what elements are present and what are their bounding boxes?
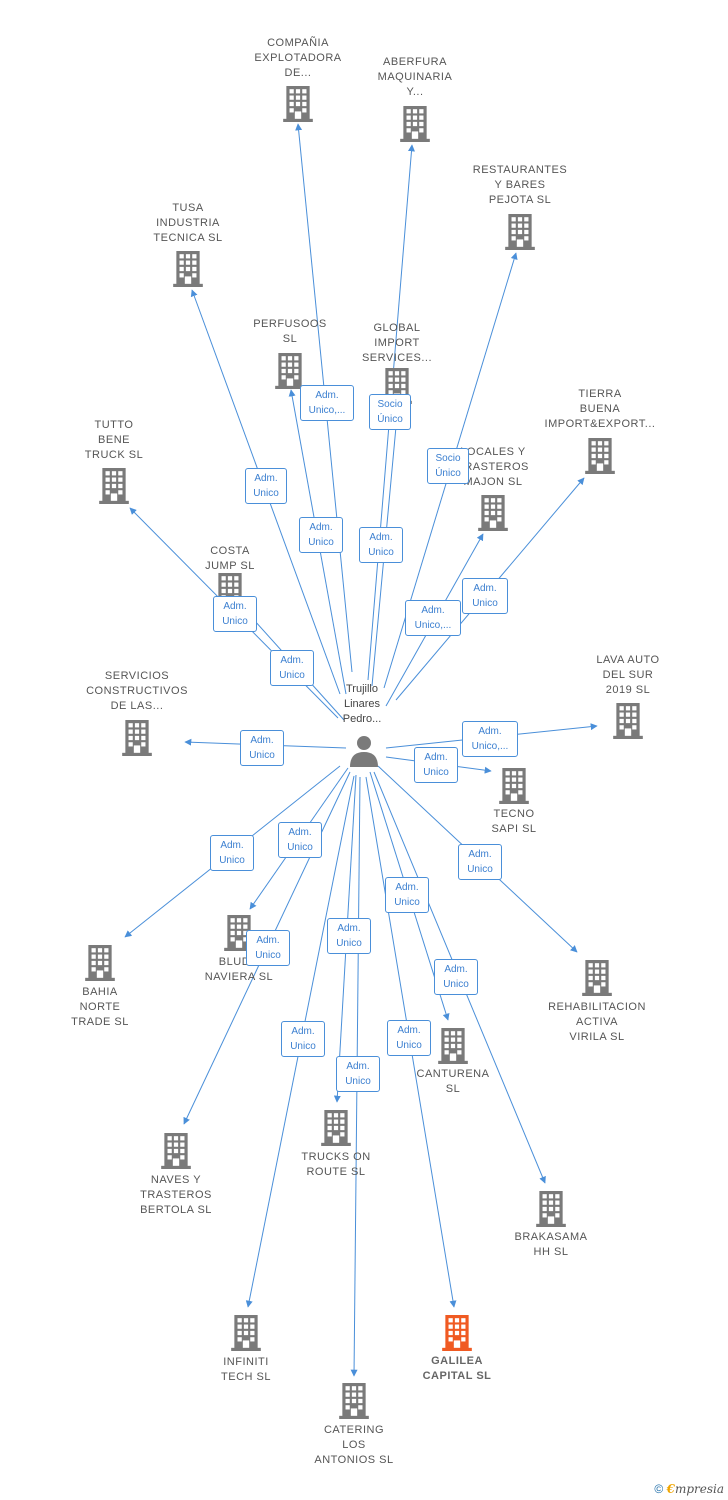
company-name-locales[interactable]: LOCALES Y TRASTEROS MAJON SL (457, 446, 529, 488)
building-icon-canturena[interactable] (438, 1028, 468, 1064)
edge-label-tusa[interactable]: Adm. Unico (245, 468, 287, 504)
company-name-canturena[interactable]: CANTURENA SL (416, 1068, 490, 1095)
building-icon-locales[interactable] (478, 495, 508, 531)
company-name-galilea[interactable]: GALILEA CAPITAL SL (422, 1355, 492, 1382)
brand-logo: €mpresia (666, 1482, 724, 1496)
person-icon[interactable] (350, 736, 378, 767)
building-icon-catering[interactable] (339, 1383, 369, 1419)
company-name-tecno[interactable]: TECNO SAPI SL (491, 808, 537, 835)
edge-label-aberfura[interactable]: Socio Único (369, 394, 411, 430)
building-icon-bahia[interactable] (85, 945, 115, 981)
building-icon-naves[interactable] (161, 1133, 191, 1169)
edge-label-canturena[interactable]: Adm. Unico (434, 959, 478, 995)
company-name-perfusoos[interactable]: PERFUSOOS SL (253, 318, 327, 345)
building-icon-tecno[interactable] (499, 768, 529, 804)
company-name-compania[interactable]: COMPAÑIA EXPLOTADORA DE... (254, 37, 342, 79)
company-name-lava[interactable]: LAVA AUTO DEL SUR 2019 SL (596, 654, 660, 696)
edge-label-servicios[interactable]: Adm. Unico (240, 730, 284, 766)
company-name-aberfura[interactable]: ABERFURA MAQUINARIA Y... (377, 56, 453, 98)
building-icon-trucks[interactable] (321, 1110, 351, 1146)
edge-label-infiniti[interactable]: Adm. Unico (281, 1021, 325, 1057)
building-icon-restaurantes[interactable] (505, 214, 535, 250)
company-name-costa[interactable]: COSTA JUMP SL (205, 545, 255, 572)
edge-label-naves[interactable]: Adm. Unico (246, 930, 290, 966)
nodes-layer (85, 86, 643, 1419)
copyright-icon: © (654, 1482, 664, 1496)
edge-label-perfusoos[interactable]: Adm. Unico (299, 517, 343, 553)
edge-label-compania[interactable]: Adm. Unico,... (300, 385, 354, 421)
edge-label-rehab[interactable]: Adm. Unico (458, 844, 502, 880)
company-name-bahia[interactable]: BAHIA NORTE TRADE SL (71, 986, 129, 1028)
building-icon-lava[interactable] (613, 703, 643, 739)
edge-label-bludo[interactable]: Adm. Unico (278, 822, 322, 858)
company-name-trucks[interactable]: TRUCKS ON ROUTE SL (301, 1151, 371, 1178)
building-icon-tusa[interactable] (173, 251, 203, 287)
company-name-servicios[interactable]: SERVICIOS CONSTRUCTIVOS DE LAS... (86, 670, 188, 712)
edge-label-tutto[interactable]: Adm. Unico (213, 596, 257, 632)
company-name-naves[interactable]: NAVES Y TRASTEROS BERTOLA SL (140, 1174, 212, 1216)
building-icon-galilea[interactable] (442, 1315, 472, 1351)
company-name-brakasama[interactable]: BRAKASAMA HH SL (514, 1231, 588, 1258)
company-name-tierra[interactable]: TIERRA BUENA IMPORT&EXPORT... (544, 388, 656, 430)
building-icon-rehab[interactable] (582, 960, 612, 996)
company-name-catering[interactable]: CATERING LOS ANTONIOS SL (314, 1424, 394, 1466)
edge-label-lava[interactable]: Adm. Unico,... (462, 721, 518, 757)
edge-label-locales[interactable]: Adm. Unico,... (405, 600, 461, 636)
edge-label-trucks[interactable]: Adm. Unico (327, 918, 371, 954)
building-icon-brakasama[interactable] (536, 1191, 566, 1227)
edge-label-tecno[interactable]: Adm. Unico (414, 747, 458, 783)
edge-label-catering[interactable]: Adm. Unico (336, 1056, 380, 1092)
company-name-rehab[interactable]: REHABILITACION ACTIVA VIRILA SL (548, 1001, 646, 1043)
building-icon-servicios[interactable] (122, 720, 152, 756)
person-name[interactable]: Trujillo Linares Pedro... (342, 683, 382, 725)
edge-label-global[interactable]: Adm. Unico (359, 527, 403, 563)
building-icon-perfusoos[interactable] (275, 353, 305, 389)
building-icon-compania[interactable] (283, 86, 313, 122)
building-icon-tutto[interactable] (99, 468, 129, 504)
copyright-notice[interactable]: © €mpresia (654, 1482, 724, 1496)
edge-label-costa[interactable]: Adm. Unico (270, 650, 314, 686)
building-icon-aberfura[interactable] (400, 106, 430, 142)
edge-label-brakasama[interactable]: Adm. Unico (385, 877, 429, 913)
edge-label-galilea[interactable]: Adm. Unico (387, 1020, 431, 1056)
company-name-restaurantes[interactable]: RESTAURANTES Y BARES PEJOTA SL (472, 164, 568, 206)
edge-label-restaurantes[interactable]: Socio Único (427, 448, 469, 484)
company-name-global[interactable]: GLOBAL IMPORT SERVICES... (361, 322, 433, 364)
edge-label-tierra[interactable]: Adm. Unico (462, 578, 508, 614)
edge-label-bahia[interactable]: Adm. Unico (210, 835, 254, 871)
company-name-tusa[interactable]: TUSA INDUSTRIA TECNICA SL (153, 202, 223, 244)
company-name-tutto[interactable]: TUTTO BENE TRUCK SL (84, 419, 144, 461)
company-name-infiniti[interactable]: INFINITI TECH SL (221, 1356, 271, 1383)
building-icon-infiniti[interactable] (231, 1315, 261, 1351)
building-icon-tierra[interactable] (585, 438, 615, 474)
